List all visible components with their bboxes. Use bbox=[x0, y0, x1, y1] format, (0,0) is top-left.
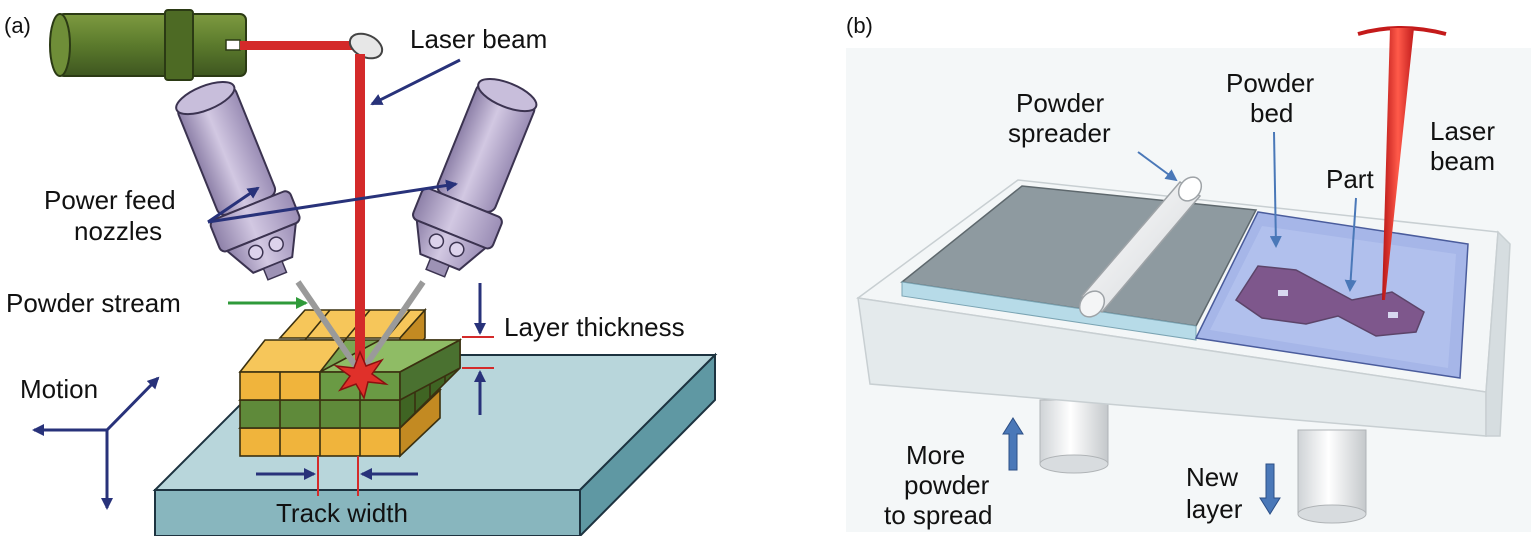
more-powder-label-line1: More bbox=[906, 440, 965, 470]
spreader-pointer bbox=[1137, 151, 1178, 182]
mirror-icon bbox=[348, 32, 384, 60]
motion-axes-icon bbox=[32, 376, 160, 510]
panel-b-tag: (b) bbox=[846, 13, 873, 38]
powder-bed-pointer bbox=[1269, 131, 1282, 248]
powder-spreader-roller-icon bbox=[1078, 176, 1203, 318]
laser-beam-vertical bbox=[355, 54, 365, 372]
more-powder-label-line2: powder bbox=[904, 470, 990, 500]
right-nozzle-icon bbox=[412, 77, 538, 278]
nozzles-label-line1: Power feed bbox=[44, 185, 176, 215]
powder-stream-left bbox=[295, 280, 360, 370]
nozzle-pointer-right bbox=[207, 179, 458, 224]
laser-beam-label-line2: beam bbox=[1430, 146, 1495, 176]
motion-label: Motion bbox=[20, 374, 98, 404]
track-width-label: Track width bbox=[276, 498, 408, 528]
more-powder-up-arrow-icon bbox=[1002, 417, 1024, 471]
new-layer-down-arrow-icon bbox=[1259, 463, 1281, 515]
build-piston-pillar-left bbox=[1039, 399, 1109, 474]
laser-beam-pointer bbox=[370, 58, 461, 106]
nozzles-label-line2: nozzles bbox=[74, 216, 162, 246]
new-layer-label-line2: layer bbox=[1186, 494, 1243, 524]
panel-a-tag: (a) bbox=[4, 13, 31, 38]
powder-bed-label-line1: Powder bbox=[1226, 68, 1314, 98]
laser-beam-cone-icon bbox=[1357, 26, 1447, 300]
part-icon bbox=[1234, 265, 1425, 337]
laser-beam-label-line1: Laser bbox=[1430, 116, 1495, 146]
laser-beam-label: Laser beam bbox=[410, 24, 547, 54]
melt-pool-icon bbox=[333, 349, 389, 400]
track-width-indicator bbox=[256, 456, 418, 496]
left-nozzle-icon bbox=[175, 80, 301, 281]
part-label: Part bbox=[1326, 164, 1374, 194]
build-piston-pillar-right bbox=[1297, 429, 1367, 524]
part-pointer bbox=[1344, 197, 1357, 292]
layer-thickness-indicator bbox=[462, 283, 494, 415]
panel-b: (b) bbox=[846, 13, 1531, 532]
powder-bed-label-line2: bed bbox=[1250, 98, 1293, 128]
powder-stream-right bbox=[361, 280, 426, 370]
laser-source-icon bbox=[49, 9, 247, 81]
spreader-label-line2: spreader bbox=[1008, 118, 1111, 148]
new-layer-label-line1: New bbox=[1186, 462, 1238, 492]
layer-thickness-label: Layer thickness bbox=[504, 312, 685, 342]
panel-a: (a) bbox=[4, 9, 718, 536]
more-powder-label-line3: to spread bbox=[884, 500, 992, 530]
nozzle-pointer-left bbox=[207, 186, 260, 224]
powder-stream-label: Powder stream bbox=[6, 288, 181, 318]
spreader-label-line1: Powder bbox=[1016, 88, 1104, 118]
laser-beam-horizontal bbox=[240, 41, 360, 50]
